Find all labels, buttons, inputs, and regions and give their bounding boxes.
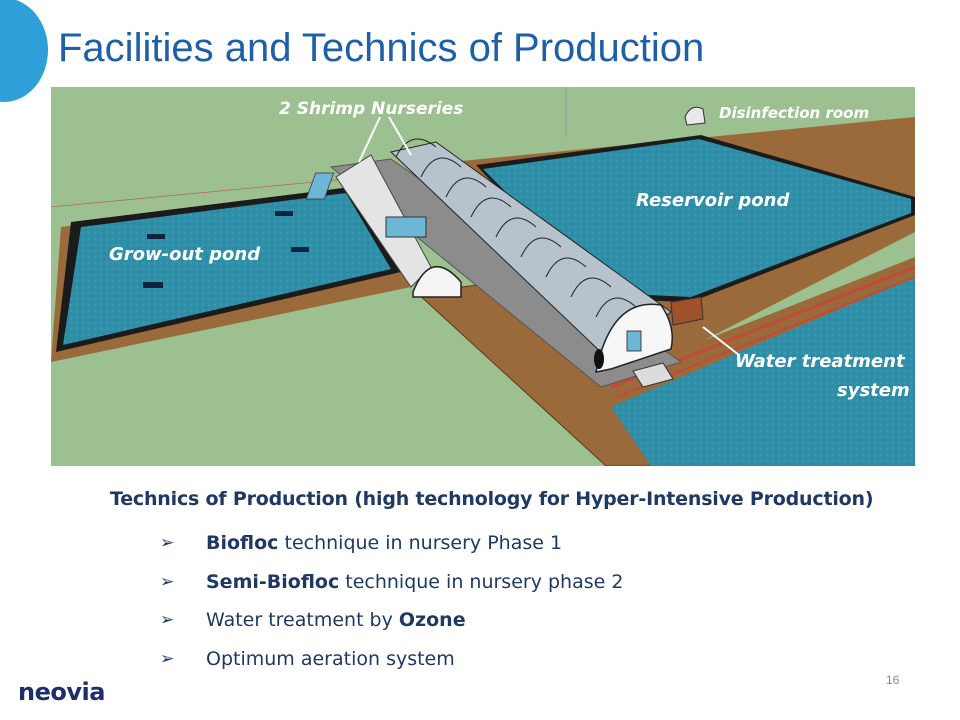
- reservoir-pond-label: Reservoir pond: [636, 190, 790, 211]
- facility-illustration: 2 Shrimp Nurseries Disinfection room Res…: [51, 87, 915, 466]
- list-item-text: Biofloc technique in nursery Phase 1: [206, 532, 563, 555]
- technique-list: ➢ Biofloc technique in nursery Phase 1 ➢…: [160, 524, 623, 678]
- disinfection-room-label: Disinfection room: [719, 104, 870, 122]
- list-item: ➢ Semi-Biofloc technique in nursery phas…: [160, 563, 623, 602]
- water-treatment-label-line1: Water treatment: [735, 351, 905, 372]
- accent-circle: [0, 0, 48, 102]
- aerators: [143, 211, 309, 288]
- slide-title: Facilities and Technics of Production: [58, 26, 705, 70]
- list-item-text: Water treatment by Ozone: [206, 609, 466, 632]
- list-item: ➢ Biofloc technique in nursery Phase 1: [160, 524, 623, 563]
- list-item: ➢ Water treatment by Ozone: [160, 601, 623, 640]
- list-item: ➢ Optimum aeration system: [160, 640, 623, 679]
- page-number: 16: [886, 673, 900, 687]
- arrow-bullet-icon: ➢: [160, 533, 175, 554]
- list-item-text: Semi-Biofloc technique in nursery phase …: [206, 570, 624, 593]
- callout-lines: [358, 116, 740, 356]
- nurseries-label: 2 Shrimp Nurseries: [279, 99, 464, 119]
- arrow-bullet-icon: ➢: [160, 648, 175, 669]
- section-subtitle: Technics of Production (high technology …: [110, 488, 874, 510]
- arrow-bullet-icon: ➢: [160, 610, 175, 631]
- list-item-text: Optimum aeration system: [206, 647, 455, 670]
- facility-drawing: [51, 87, 915, 466]
- grow-out-pond-label: Grow-out pond: [109, 244, 261, 265]
- water-treatment-label-line2: system: [837, 380, 910, 401]
- greenhouse-arches: [395, 138, 637, 318]
- arrow-bullet-icon: ➢: [160, 571, 175, 592]
- neovia-logo: neovia: [18, 678, 105, 706]
